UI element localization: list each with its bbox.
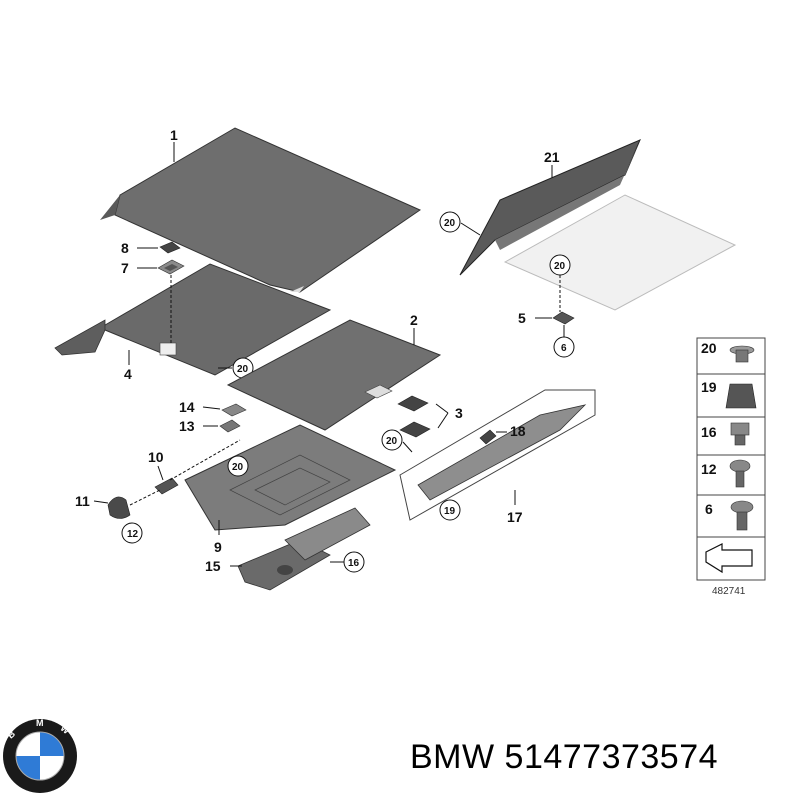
- part-11-handle: [107, 496, 131, 519]
- legend-label-16: 16: [701, 424, 717, 440]
- part-8-clip: [159, 241, 181, 254]
- label-20b: 20: [386, 436, 398, 447]
- light-floor-panel: [503, 194, 737, 311]
- arrow-icon: [705, 543, 753, 574]
- part-9-floor-tray: [184, 424, 397, 531]
- label-9: 9: [214, 539, 222, 555]
- part-2-cover: [226, 319, 442, 431]
- part-10-rail: [154, 477, 179, 495]
- label-13: 13: [179, 418, 195, 434]
- screw-icon: [729, 459, 751, 488]
- label-2: 2: [410, 312, 418, 328]
- label-21: 21: [544, 149, 560, 165]
- label-12a: 12: [127, 529, 139, 540]
- legend-label-12: 12: [701, 461, 717, 477]
- label-20d: 20: [444, 218, 456, 229]
- label-6a: 6: [561, 343, 567, 354]
- label-20a: 20: [237, 364, 249, 375]
- part-7-bracket: [157, 259, 185, 275]
- part-3-pads: [397, 395, 431, 438]
- legend-label-6: 6: [705, 501, 713, 517]
- label-20c: 20: [232, 462, 244, 473]
- part-17-sill-trim: [399, 389, 596, 521]
- legend-label-19: 19: [701, 379, 717, 395]
- part-21-cargo-cover: [459, 139, 641, 276]
- fastener-legend: 20 19 16 12 6: [696, 337, 766, 581]
- label-16a: 16: [348, 558, 360, 569]
- label-20e: 20: [554, 261, 566, 272]
- part-18-clip: [479, 429, 497, 445]
- part-13-hook: [219, 419, 241, 433]
- label-10: 10: [148, 449, 164, 465]
- label-7: 7: [121, 260, 129, 276]
- label-19a: 19: [444, 506, 456, 517]
- push-rivet-icon: [729, 345, 755, 363]
- svg-text:M: M: [36, 718, 44, 728]
- label-15: 15: [205, 558, 221, 574]
- label-5: 5: [518, 310, 526, 326]
- part-5-clip: [552, 311, 575, 325]
- part-1-cover: [100, 127, 422, 293]
- clip-nut-icon: [725, 383, 757, 409]
- part-14-latch: [221, 403, 247, 417]
- label-18: 18: [510, 423, 526, 439]
- label-17: 17: [507, 509, 523, 525]
- bolt-icon: [730, 500, 754, 531]
- bmw-logo: B M W: [3, 718, 77, 793]
- part-number-caption: BMW 51477373574: [410, 738, 719, 776]
- part-16-bracket: [284, 507, 371, 561]
- label-3: 3: [455, 405, 463, 421]
- hex-bolt-icon: [730, 422, 750, 446]
- legend-label-20: 20: [701, 340, 717, 356]
- label-1: 1: [170, 127, 178, 143]
- label-4: 4: [124, 366, 132, 382]
- svg-text:B: B: [6, 728, 18, 740]
- label-14: 14: [179, 399, 195, 415]
- label-11: 11: [75, 493, 90, 509]
- part-4-floor-panel: [54, 263, 332, 376]
- reference-number: 482741: [712, 586, 746, 597]
- label-8: 8: [121, 240, 129, 256]
